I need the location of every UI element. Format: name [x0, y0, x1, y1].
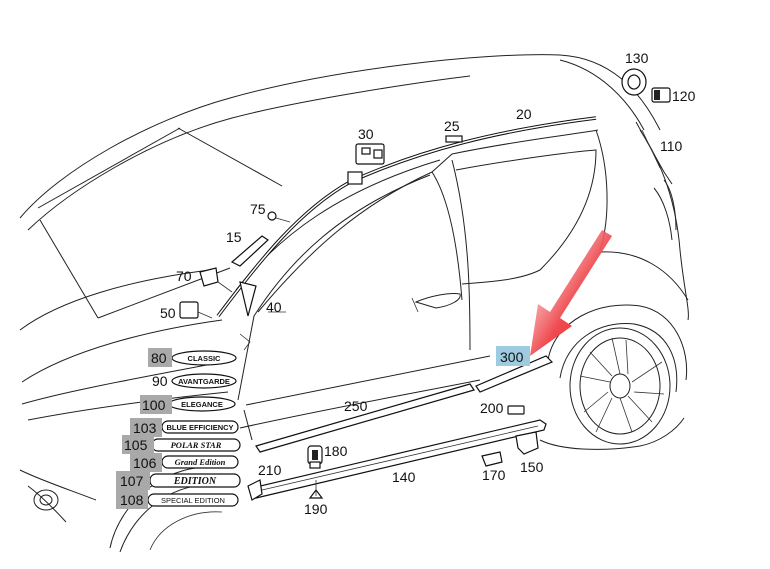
highlight-106	[130, 453, 162, 472]
mirror-trim-icon	[239, 281, 257, 317]
callout-120: 120	[672, 88, 696, 104]
bracket-150	[515, 431, 539, 455]
highlight-108	[116, 490, 148, 509]
callout-40: 40	[266, 299, 282, 315]
emblem-classic-text: CLASSIC	[188, 354, 222, 363]
callout-210: 210	[258, 462, 282, 478]
block-clip-icon	[199, 267, 233, 293]
roof-bracket-icon	[347, 171, 363, 185]
highlight-100	[140, 395, 172, 414]
callout-75: 75	[250, 201, 266, 217]
end-cap-210	[247, 479, 263, 501]
emblem-elegance-text: ELEGANCE	[181, 400, 223, 409]
emblem-edition-text: EDITION	[173, 476, 217, 487]
callout-20: 20	[516, 106, 532, 122]
callout-150: 150	[520, 459, 544, 475]
callout-130: 130	[625, 50, 649, 66]
callout-15: 15	[226, 229, 242, 245]
highlight-105	[122, 435, 154, 454]
side-trims	[247, 355, 554, 501]
callout-100: 100	[142, 397, 166, 413]
trim-250	[255, 383, 475, 453]
callout-50: 50	[160, 305, 176, 321]
rear-clip-icon	[651, 87, 671, 103]
callout-110: 110	[660, 138, 683, 154]
highlight-107	[116, 471, 150, 490]
emblem-avantgarde-text: AVANTGARDE	[178, 377, 230, 386]
emblem-grand-edition-text: Grand Edition	[175, 457, 226, 467]
highlight-300	[496, 346, 530, 366]
callout-80: 80	[151, 350, 167, 366]
screw-190-icon	[308, 480, 324, 499]
callout-180: 180	[324, 443, 348, 459]
roof-moulding	[216, 116, 597, 318]
car-body-outline	[19, 54, 689, 553]
callout-105: 105	[124, 437, 148, 453]
bracket-icon	[355, 143, 385, 165]
callout-30: 30	[358, 126, 374, 142]
emblem-blue-efficiency-text: BLUE EFFICIENCY	[166, 423, 233, 432]
mirror-clip-icon	[179, 301, 213, 319]
highlight-103	[130, 418, 162, 437]
callout-300: 300	[500, 349, 524, 365]
highlight-80	[148, 348, 172, 367]
fastener-180-icon	[307, 445, 323, 469]
callout-190: 190	[304, 501, 328, 517]
clip-200	[507, 405, 525, 415]
emblems: CLASSIC AVANTGARDE ELEGANCE BLUE EFFICIE…	[147, 350, 241, 507]
callout-70: 70	[176, 268, 192, 284]
callout-90: 90	[152, 373, 168, 389]
red-pointer-arrow-icon	[530, 230, 612, 356]
callout-170: 170	[482, 467, 506, 483]
emblem-avantgarde	[171, 373, 237, 389]
grommet-icon	[621, 68, 647, 96]
callout-200: 200	[480, 400, 504, 416]
callout-107: 107	[120, 473, 144, 489]
pin-icon	[267, 211, 291, 223]
callout-labels: 130 120 110 20 25 30 75 15 70 50 40 80 9…	[120, 50, 696, 517]
callout-25: 25	[444, 118, 460, 134]
emblem-polar-star-text: POLAR STAR	[171, 440, 222, 450]
roof-clip-icon	[445, 135, 463, 143]
callout-103: 103	[133, 420, 157, 436]
strip-clip-icon	[230, 235, 269, 267]
clip-170	[481, 451, 503, 467]
callout-106: 106	[133, 455, 157, 471]
callout-140: 140	[392, 469, 416, 485]
callout-250: 250	[344, 398, 368, 414]
leader-lines	[239, 311, 286, 351]
callout-highlights	[116, 346, 530, 509]
emblem-special-edition-text: SPECIAL EDITION	[161, 496, 225, 505]
callout-108: 108	[120, 492, 144, 508]
